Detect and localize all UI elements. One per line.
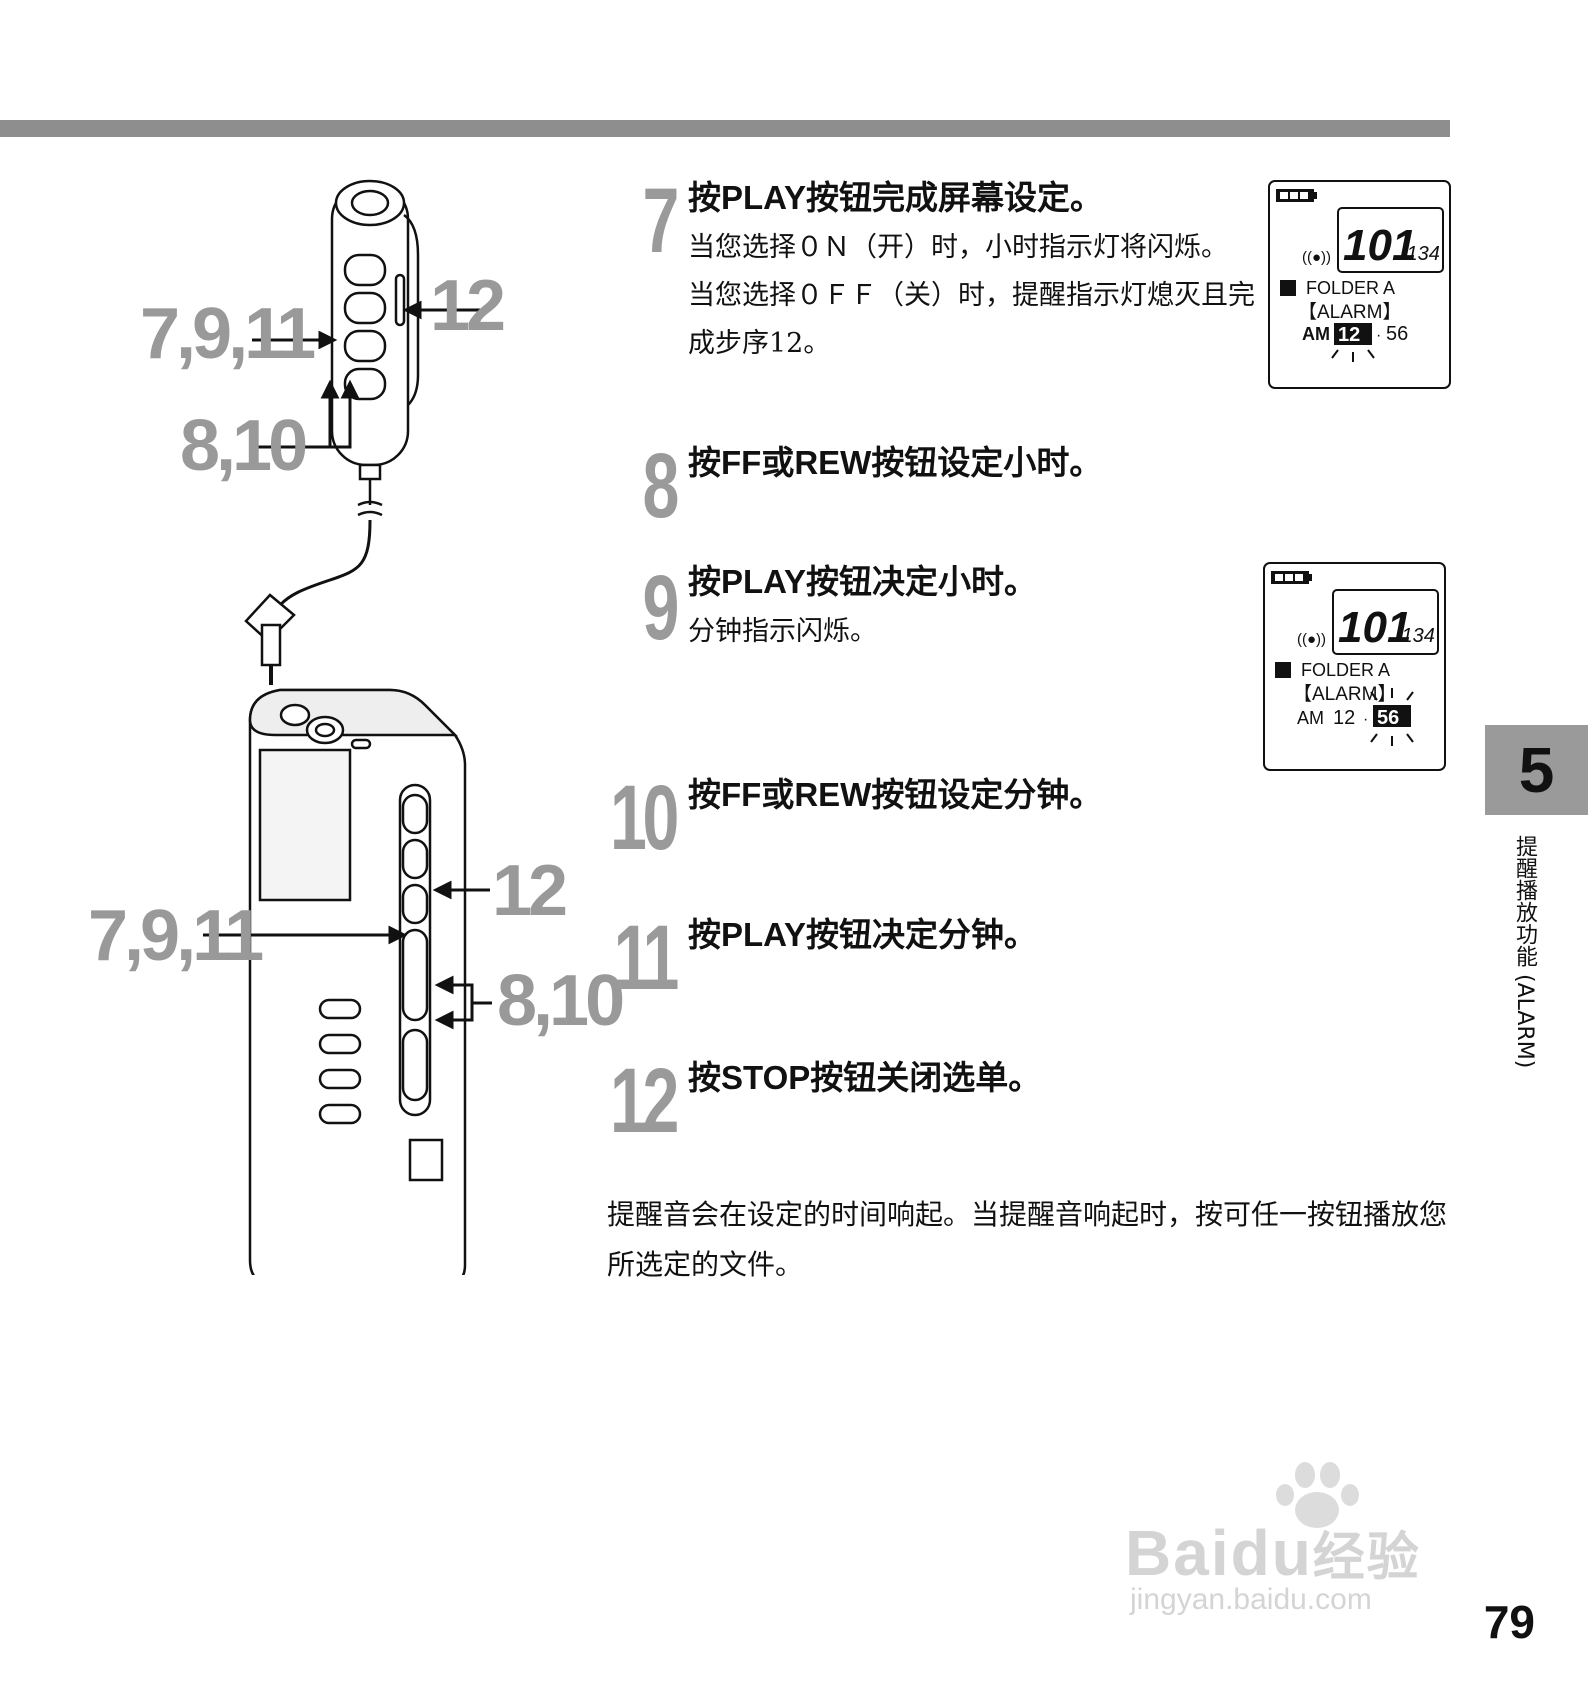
step-9-line-1: 分钟指示闪烁。: [688, 616, 877, 647]
svg-text:101: 101: [1343, 221, 1416, 270]
svg-text:56: 56: [1377, 707, 1399, 729]
step-number-9: 9: [642, 557, 679, 659]
step-number-10: 10: [609, 767, 679, 869]
folder-icon: [1275, 662, 1291, 678]
chapter-tab: [1485, 725, 1588, 815]
lcd-display-hour: ((●)) 101 /134 FOLDER A 【ALARM】 AM 12 · …: [1268, 180, 1451, 389]
step-7-line-1: 当您选择０Ｎ（开）时，小时指示灯将闪烁。: [688, 232, 1228, 263]
step-number-11: 11: [613, 907, 680, 1009]
svg-text:AM: AM: [1297, 708, 1324, 728]
callout-recorder-steps: 7,9,11: [88, 896, 264, 976]
step-10-title: 按FF或REW按钮设定分钟。: [688, 775, 1103, 814]
svg-text:【ALARM】: 【ALARM】: [1298, 301, 1401, 323]
step-9-body: 分钟指示闪烁。: [688, 608, 1258, 656]
callout-remote-steps: 7,9,11: [140, 294, 316, 374]
step-12-title: 按STOP按钮关闭选单。: [688, 1058, 1042, 1097]
step-number-12: 12: [609, 1050, 679, 1152]
header-bar: [0, 120, 1450, 137]
device-illustration: [203, 179, 492, 1275]
paw-logo-icon: [1276, 1462, 1359, 1528]
blink-rays: [1331, 349, 1375, 362]
watermark-brand-2: du: [1230, 1517, 1313, 1589]
alarm-indicator-icon: ((●)): [1297, 631, 1326, 648]
step-9-title: 按PLAY按钮决定小时。: [688, 562, 1037, 601]
svg-text:((●)): ((●)): [1302, 249, 1331, 266]
svg-text:AM: AM: [1302, 324, 1330, 344]
step-7-line-2: 当您选择０ＦＦ（关）时，提醒指示灯熄灭且完成步序12。: [688, 280, 1255, 359]
svg-text:/134: /134: [1399, 243, 1440, 265]
callout-recorder-ffrew: 8,10: [497, 961, 625, 1041]
svg-text:((●)): ((●)): [1297, 631, 1326, 648]
svg-text:FOLDER A: FOLDER A: [1306, 278, 1395, 298]
svg-text:·: ·: [1363, 711, 1368, 728]
step-7-title: 按PLAY按钮完成屏幕设定。: [688, 178, 1103, 217]
svg-text:12: 12: [1338, 324, 1360, 346]
svg-text:/134: /134: [1394, 625, 1435, 647]
callout-recorder-stop: 12: [492, 851, 568, 931]
callout-remote-ffrew: 8,10: [180, 406, 308, 486]
svg-text:12: 12: [1333, 707, 1355, 729]
callout-remote-stop: 12: [430, 266, 506, 346]
step-8-title: 按FF或REW按钮设定小时。: [688, 443, 1103, 482]
chapter-title: 提醒播放功能 (ALARM): [1512, 835, 1537, 1069]
voice-recorder: [248, 688, 467, 1275]
battery-icon: [1271, 571, 1312, 584]
step-7-body: 当您选择０Ｎ（开）时，小时指示灯将闪烁。 当您选择０ＦＦ（关）时，提醒指示灯熄灭…: [688, 224, 1258, 368]
remote-arrows: [250, 300, 480, 449]
watermark-url: jingyan.baidu.com: [1130, 1583, 1372, 1616]
step-number-8: 8: [642, 435, 679, 537]
svg-text:·: ·: [1376, 327, 1381, 344]
watermark-brand: Bai: [1125, 1517, 1231, 1589]
svg-text:56: 56: [1386, 323, 1408, 345]
watermark-brand-cn: 经验: [1312, 1528, 1421, 1588]
lcd-display-minute: ((●)) 101 /134 FOLDER A 【ALARM】 AM 12 · …: [1263, 562, 1446, 771]
recorder-arrows: [203, 880, 492, 1030]
step-number-7: 7: [642, 170, 679, 272]
chapter-number: 5: [1518, 734, 1555, 806]
alarm-indicator-icon: ((●)): [1302, 249, 1331, 266]
svg-text:FOLDER A: FOLDER A: [1301, 660, 1390, 680]
folder-icon: [1280, 280, 1296, 296]
step-11-title: 按PLAY按钮决定分钟。: [688, 915, 1037, 954]
blink-rays: [1370, 688, 1414, 746]
baidu-watermark: Baidu经验 jingyan.baidu.com: [1125, 1455, 1485, 1616]
battery-icon: [1276, 189, 1317, 202]
svg-text:【ALARM】: 【ALARM】: [1293, 683, 1396, 705]
svg-text:101: 101: [1338, 603, 1411, 652]
page-number: 79: [1483, 1596, 1535, 1648]
alarm-note: 提醒音会在设定的时间响起。当提醒音响起时，按可任一按钮播放您所选定的文件。: [607, 1198, 1448, 1281]
